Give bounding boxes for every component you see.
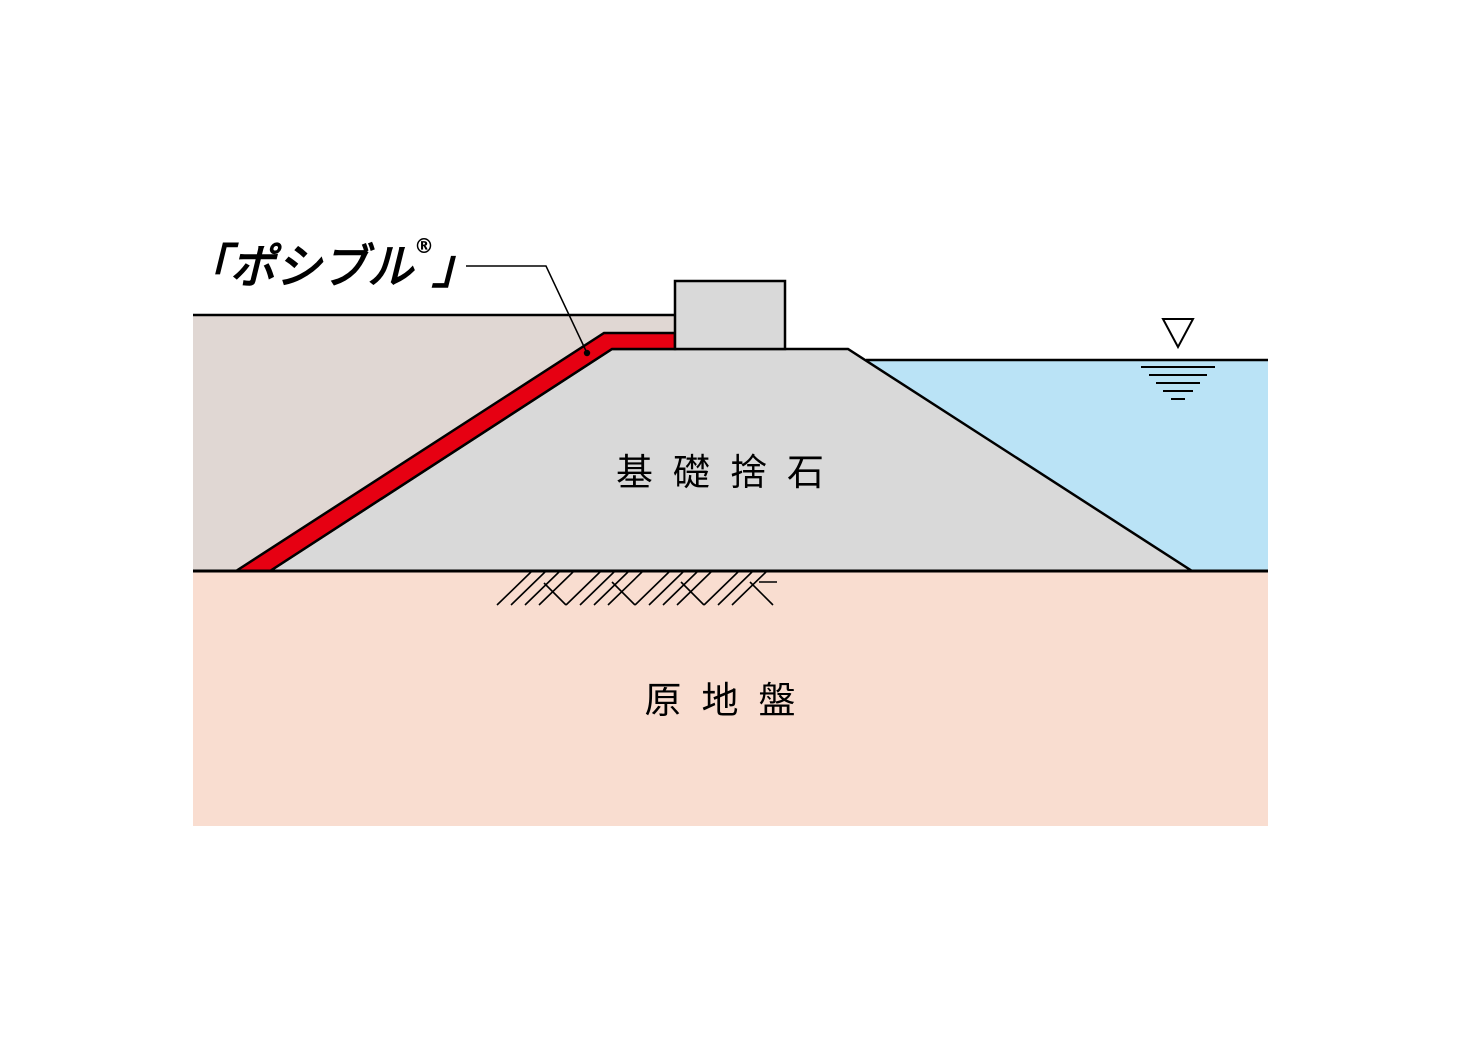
concrete-block [673, 279, 787, 351]
product-label-close: 」 [431, 240, 479, 295]
leader-line [466, 265, 588, 354]
product-label: 「ポシブル [184, 240, 415, 295]
water-area [866, 360, 1268, 571]
registered-mark: ® [414, 234, 434, 258]
ground-hatch-icon [496, 571, 777, 606]
backfill-area [193, 315, 675, 571]
mound-label: 基礎捨石 [616, 451, 844, 494]
original-ground-area [193, 571, 1268, 826]
water-level-icon [1141, 318, 1215, 400]
leader-dot [583, 349, 591, 357]
ground-label: 原地盤 [645, 679, 816, 722]
